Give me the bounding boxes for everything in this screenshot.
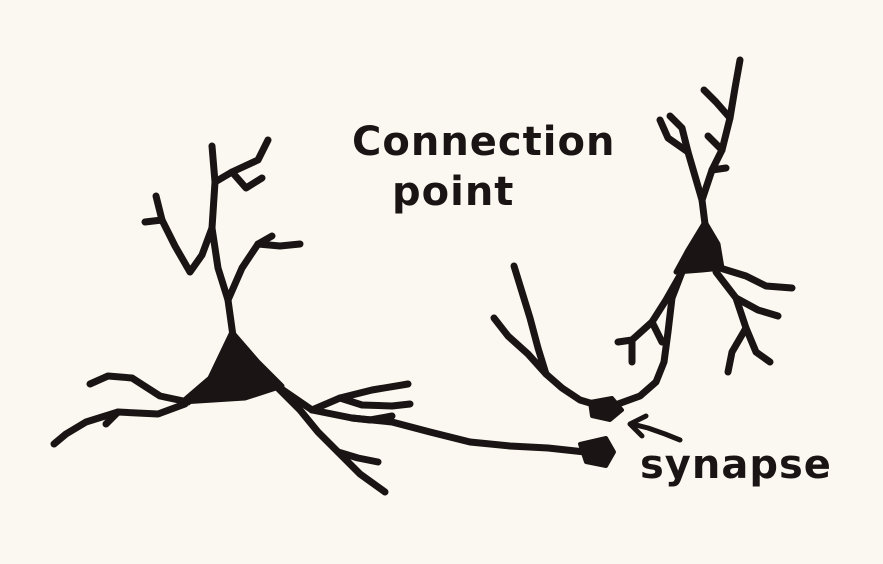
synapse-label: synapse	[640, 445, 832, 485]
right-neuron-cell-body	[676, 222, 722, 272]
synapse-arrow	[630, 416, 680, 440]
right-neuron-receiving-dendrite	[494, 266, 682, 406]
connection-point-label-line2: point	[392, 172, 514, 212]
right-neuron-apical-dendrites	[660, 60, 740, 224]
postsynaptic-terminal	[590, 398, 622, 420]
left-neuron-cell-body	[182, 332, 282, 402]
right-neuron	[494, 60, 792, 420]
right-neuron-basal-dendrites	[618, 268, 792, 372]
left-neuron-apical-dendrites	[145, 140, 300, 336]
presynaptic-terminal	[580, 438, 614, 466]
connection-point-label-line1: Connection	[352, 122, 615, 162]
